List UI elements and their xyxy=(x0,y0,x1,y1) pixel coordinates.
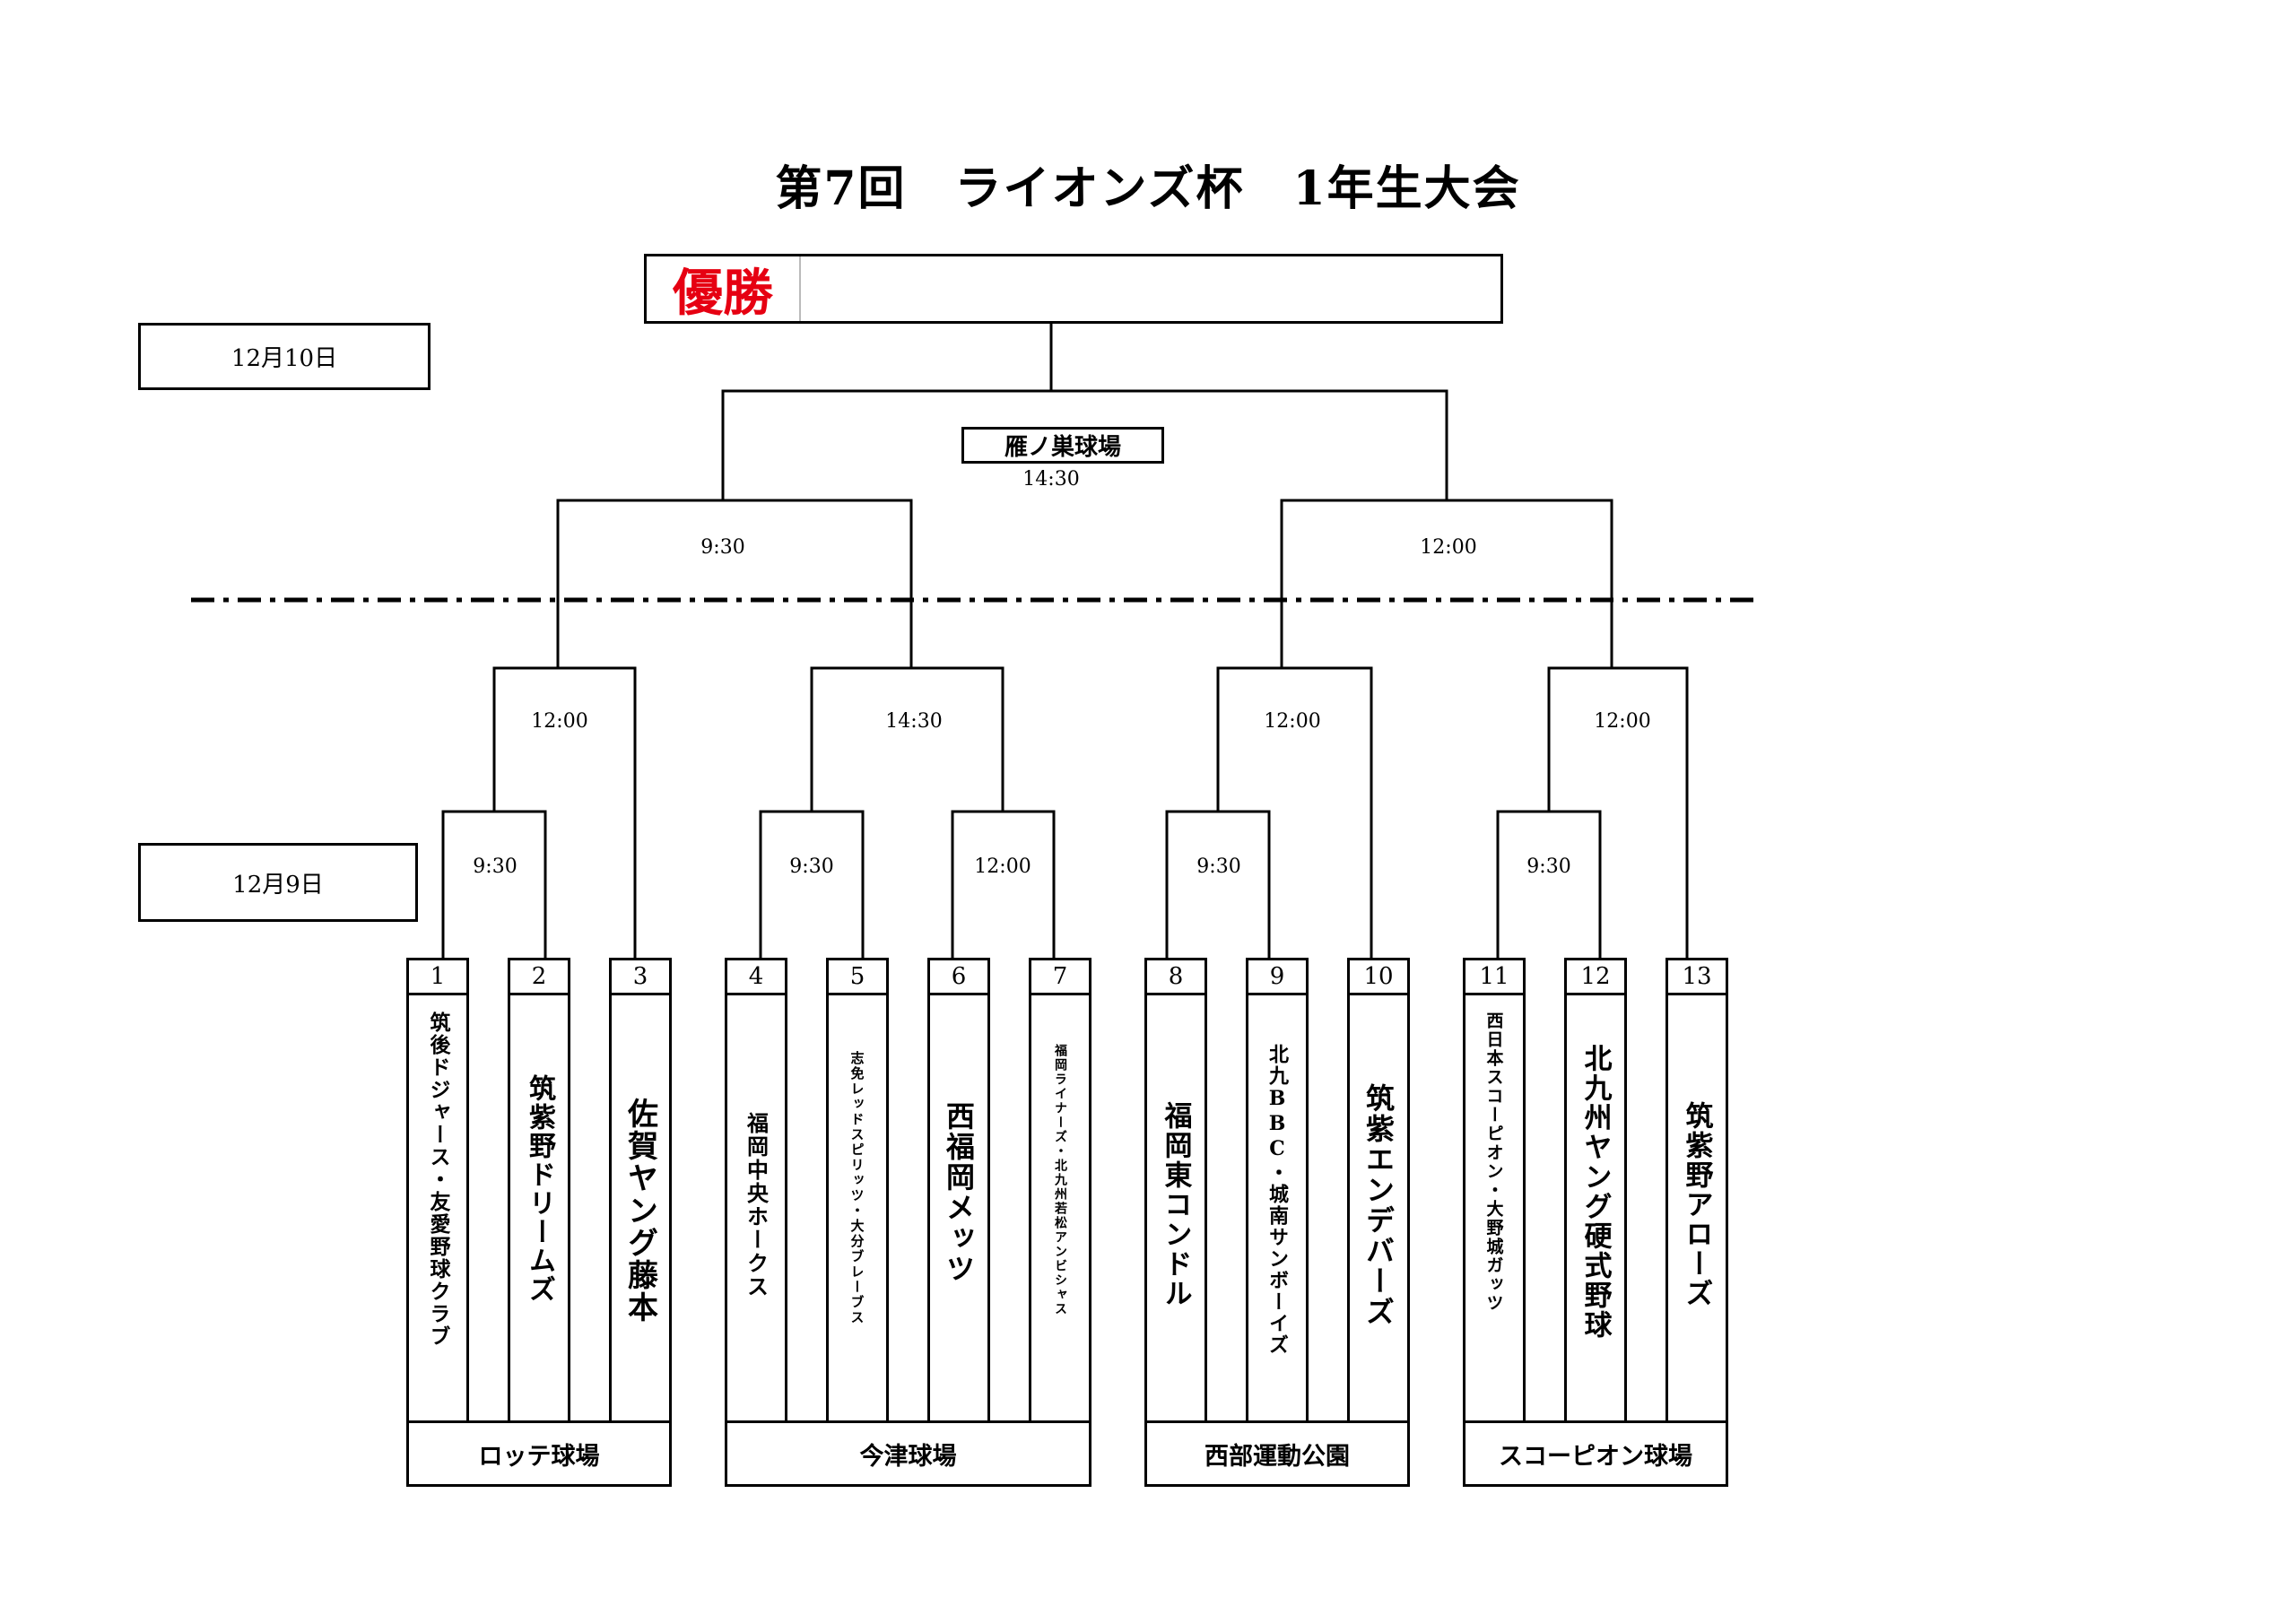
team-number: 8 xyxy=(1144,958,1207,995)
quarterfinal-bracket xyxy=(1216,666,1373,958)
venue-box: ロッテ球場 xyxy=(406,1420,672,1487)
team-name: 北九州ヤング硬式野球 xyxy=(1578,1044,1612,1340)
quarterfinal-time: 14:30 xyxy=(885,710,943,733)
team-name: 西日本スコーピオン・大野城ガッツ xyxy=(1483,1012,1504,1313)
team-number: 13 xyxy=(1665,958,1728,995)
first-round-bracket xyxy=(951,810,1056,958)
team-name: 筑紫野アローズ xyxy=(1680,1101,1713,1308)
team-name-cell: 筑紫野ドリームズ xyxy=(508,995,570,1423)
first-round-time: 9:30 xyxy=(1196,855,1241,878)
venue-box: スコーピオン球場 xyxy=(1463,1420,1728,1487)
date-day1-box: 12月9日 xyxy=(138,843,418,922)
final-venue: 雁ノ巣球場 xyxy=(961,427,1164,464)
quarterfinal-time: 12:00 xyxy=(1594,710,1651,733)
team-name: 福岡ライナーズ・北九州若松アンビシャス xyxy=(1053,1044,1067,1316)
first-round-bracket xyxy=(1496,810,1602,958)
first-round-time: 12:00 xyxy=(974,855,1031,878)
team-name-cell: 佐賀ヤング藤本 xyxy=(609,995,672,1423)
team-name-cell: 筑紫野アローズ xyxy=(1665,995,1728,1423)
date-day2-box: 12月10日 xyxy=(138,323,430,390)
team-name-cell: 福岡中央ホークス xyxy=(725,995,787,1423)
final-bracket xyxy=(721,389,1448,500)
team-number: 3 xyxy=(609,958,672,995)
team-name: 西福岡メッツ xyxy=(942,1101,976,1284)
team-number: 6 xyxy=(927,958,990,995)
quarterfinal-bracket xyxy=(810,666,1004,812)
team-number: 2 xyxy=(508,958,570,995)
team-name: 佐賀ヤング藤本 xyxy=(622,1098,658,1324)
team-name-cell: 西福岡メッツ xyxy=(927,995,990,1423)
team-name-cell: 北九州ヤング硬式野球 xyxy=(1564,995,1627,1423)
team-name: 志免レッドスピリッツ・大分ブレーブス xyxy=(848,1051,865,1325)
semifinal-time: 12:00 xyxy=(1420,536,1477,559)
team-name: 福岡東コンドル xyxy=(1159,1101,1192,1308)
quarterfinal-bracket xyxy=(1547,666,1689,958)
team-name-cell: 志免レッドスピリッツ・大分ブレーブス xyxy=(826,995,889,1423)
first-round-time: 9:30 xyxy=(473,855,517,878)
champion-label: 優勝 xyxy=(647,256,801,323)
final-time: 14:30 xyxy=(1022,468,1080,491)
team-number: 11 xyxy=(1463,958,1526,995)
first-round-bracket xyxy=(441,810,547,958)
team-number: 5 xyxy=(826,958,889,995)
first-round-bracket xyxy=(1165,810,1271,958)
team-name-cell: 北九BBC・城南サンボーイズ xyxy=(1246,995,1309,1423)
team-name-cell: 筑紫エンデバーズ xyxy=(1347,995,1410,1423)
team-name: 筑紫野ドリームズ xyxy=(524,1074,555,1304)
team-number: 4 xyxy=(725,958,787,995)
quarterfinal-time: 12:00 xyxy=(1264,710,1321,733)
semifinal-bracket xyxy=(556,499,913,668)
semifinal-time: 9:30 xyxy=(700,536,745,559)
team-name-cell: 福岡東コンドル xyxy=(1144,995,1207,1423)
first-round-time: 9:30 xyxy=(789,855,834,878)
champion-value xyxy=(801,256,1500,321)
semifinal-bracket xyxy=(1280,499,1613,668)
team-name-cell: 西日本スコーピオン・大野城ガッツ xyxy=(1463,995,1526,1423)
team-name: 北九BBC・城南サンボーイズ xyxy=(1265,1044,1289,1356)
team-name: 筑後ドジャース・友愛野球クラブ xyxy=(426,1012,450,1348)
team-name: 福岡中央ホークス xyxy=(743,1112,770,1298)
first-round-bracket xyxy=(759,810,865,958)
first-round-time: 9:30 xyxy=(1526,855,1571,878)
quarterfinal-bracket xyxy=(492,666,637,958)
page-title: 第7回 ライオンズ杯 1年生大会 xyxy=(775,161,1521,216)
team-number: 7 xyxy=(1029,958,1091,995)
team-number: 10 xyxy=(1347,958,1410,995)
venue-box: 今津球場 xyxy=(725,1420,1091,1487)
champion-box: 優勝 xyxy=(644,254,1503,324)
team-number: 1 xyxy=(406,958,469,995)
team-number: 9 xyxy=(1246,958,1309,995)
team-name-cell: 福岡ライナーズ・北九州若松アンビシャス xyxy=(1029,995,1091,1423)
team-name-cell: 筑後ドジャース・友愛野球クラブ xyxy=(406,995,469,1423)
team-name: 筑紫エンデバーズ xyxy=(1361,1083,1396,1327)
team-number: 12 xyxy=(1564,958,1627,995)
venue-box: 西部運動公園 xyxy=(1144,1420,1410,1487)
quarterfinal-time: 12:00 xyxy=(531,710,588,733)
